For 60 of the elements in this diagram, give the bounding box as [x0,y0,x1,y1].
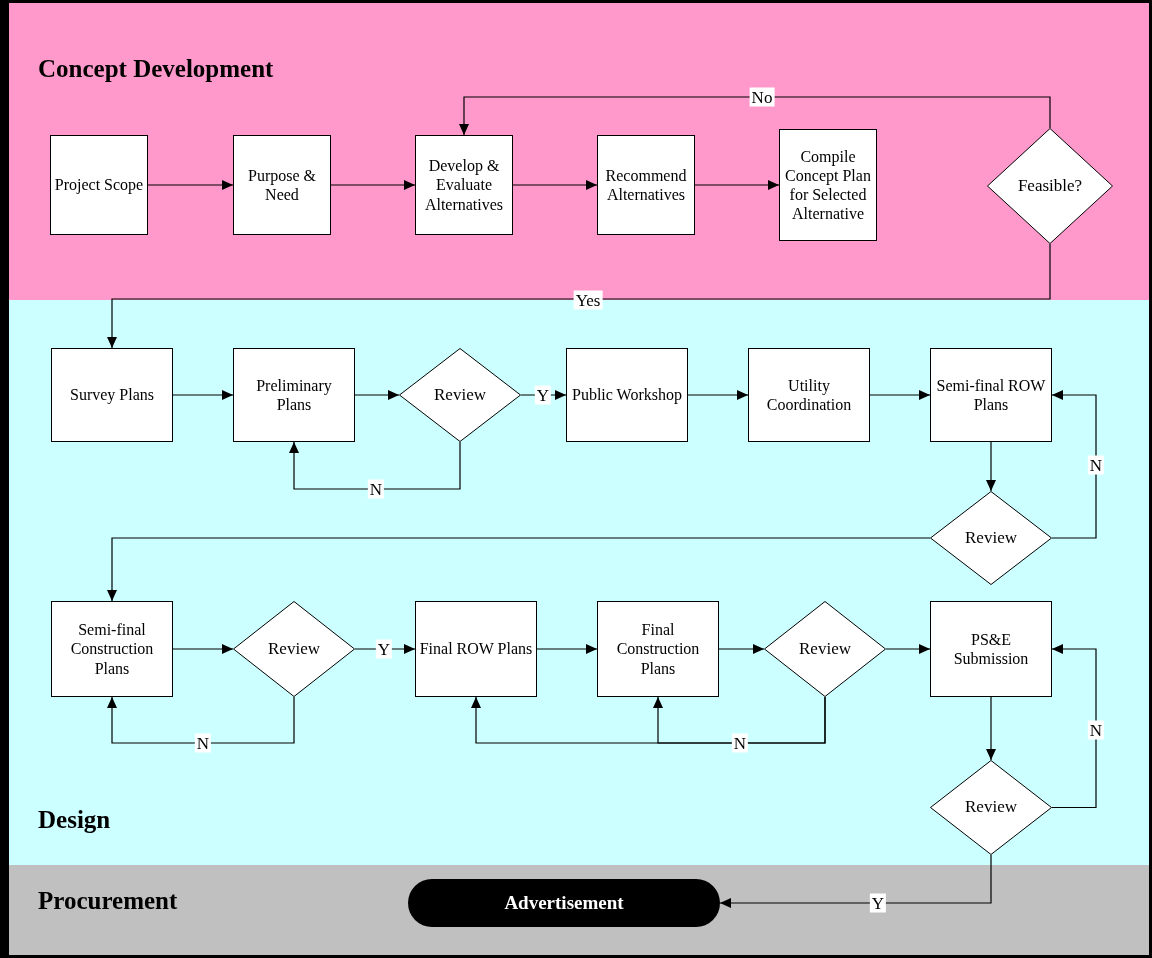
process-box: Project Scope [50,135,148,235]
process-box: PS&E Submission [930,601,1052,697]
process-box: Final ROW Plans [415,601,537,697]
arrow [512,180,598,190]
edge-label: No [749,87,775,107]
lane-heading: Procurement [38,887,178,915]
arrow [520,390,567,400]
arrow [459,96,1051,136]
arrow [986,696,996,761]
edge-label: N [731,733,749,753]
process-box: Purpose & Need [233,135,331,235]
arrow [354,390,400,400]
arrow [172,644,234,654]
arrow [1051,390,1097,539]
arrow [107,243,1051,349]
edge-label: N [367,479,385,499]
arrow [869,390,931,400]
arrow [354,644,416,654]
decision-diamond: Review [930,491,1052,585]
edge-label: Y [534,385,552,405]
arrow [1051,644,1097,809]
lane-heading: Design [38,806,111,834]
arrow [107,696,295,744]
arrow [536,644,598,654]
edge-label: Y [869,893,887,913]
edge-label: Y [375,639,393,659]
edge-label: N [1087,455,1105,475]
process-box: Survey Plans [51,348,173,442]
arrow [718,644,765,654]
arrow [653,696,826,744]
decision-diamond: Review [233,601,355,697]
arrow [885,644,931,654]
arrow [719,854,992,908]
terminal-pill: Advertisement [408,879,720,927]
edge-label: Yes [573,290,603,310]
process-box: Final Construction Plans [597,601,719,697]
swimlane-band [0,865,1152,958]
process-box: Semi-final Construction Plans [51,601,173,697]
process-box: Semi-final ROW Plans [930,348,1052,442]
decision-diamond: Feasible? [987,128,1113,244]
edge-label: N [1087,720,1105,740]
arrow [147,180,234,190]
arrow [694,180,780,190]
decision-diamond: Review [764,601,886,697]
decision-diamond: Review [930,760,1052,855]
process-box: Preliminary Plans [233,348,355,442]
arrow [172,390,234,400]
arrow [330,180,416,190]
process-box: Utility Coordination [748,348,870,442]
arrow [687,390,749,400]
process-box: Public Workshop [566,348,688,442]
arrow [107,537,931,602]
decision-diamond: Review [399,348,521,442]
process-box: Develop & Evaluate Alternatives [415,135,513,235]
edge-label: N [194,733,212,753]
arrow [986,441,996,492]
arrow [289,441,461,490]
lane-heading: Concept Development [38,55,274,83]
process-box: Compile Concept Plan for Selected Alternative [779,129,877,241]
process-box: Recommend Alternatives [597,135,695,235]
